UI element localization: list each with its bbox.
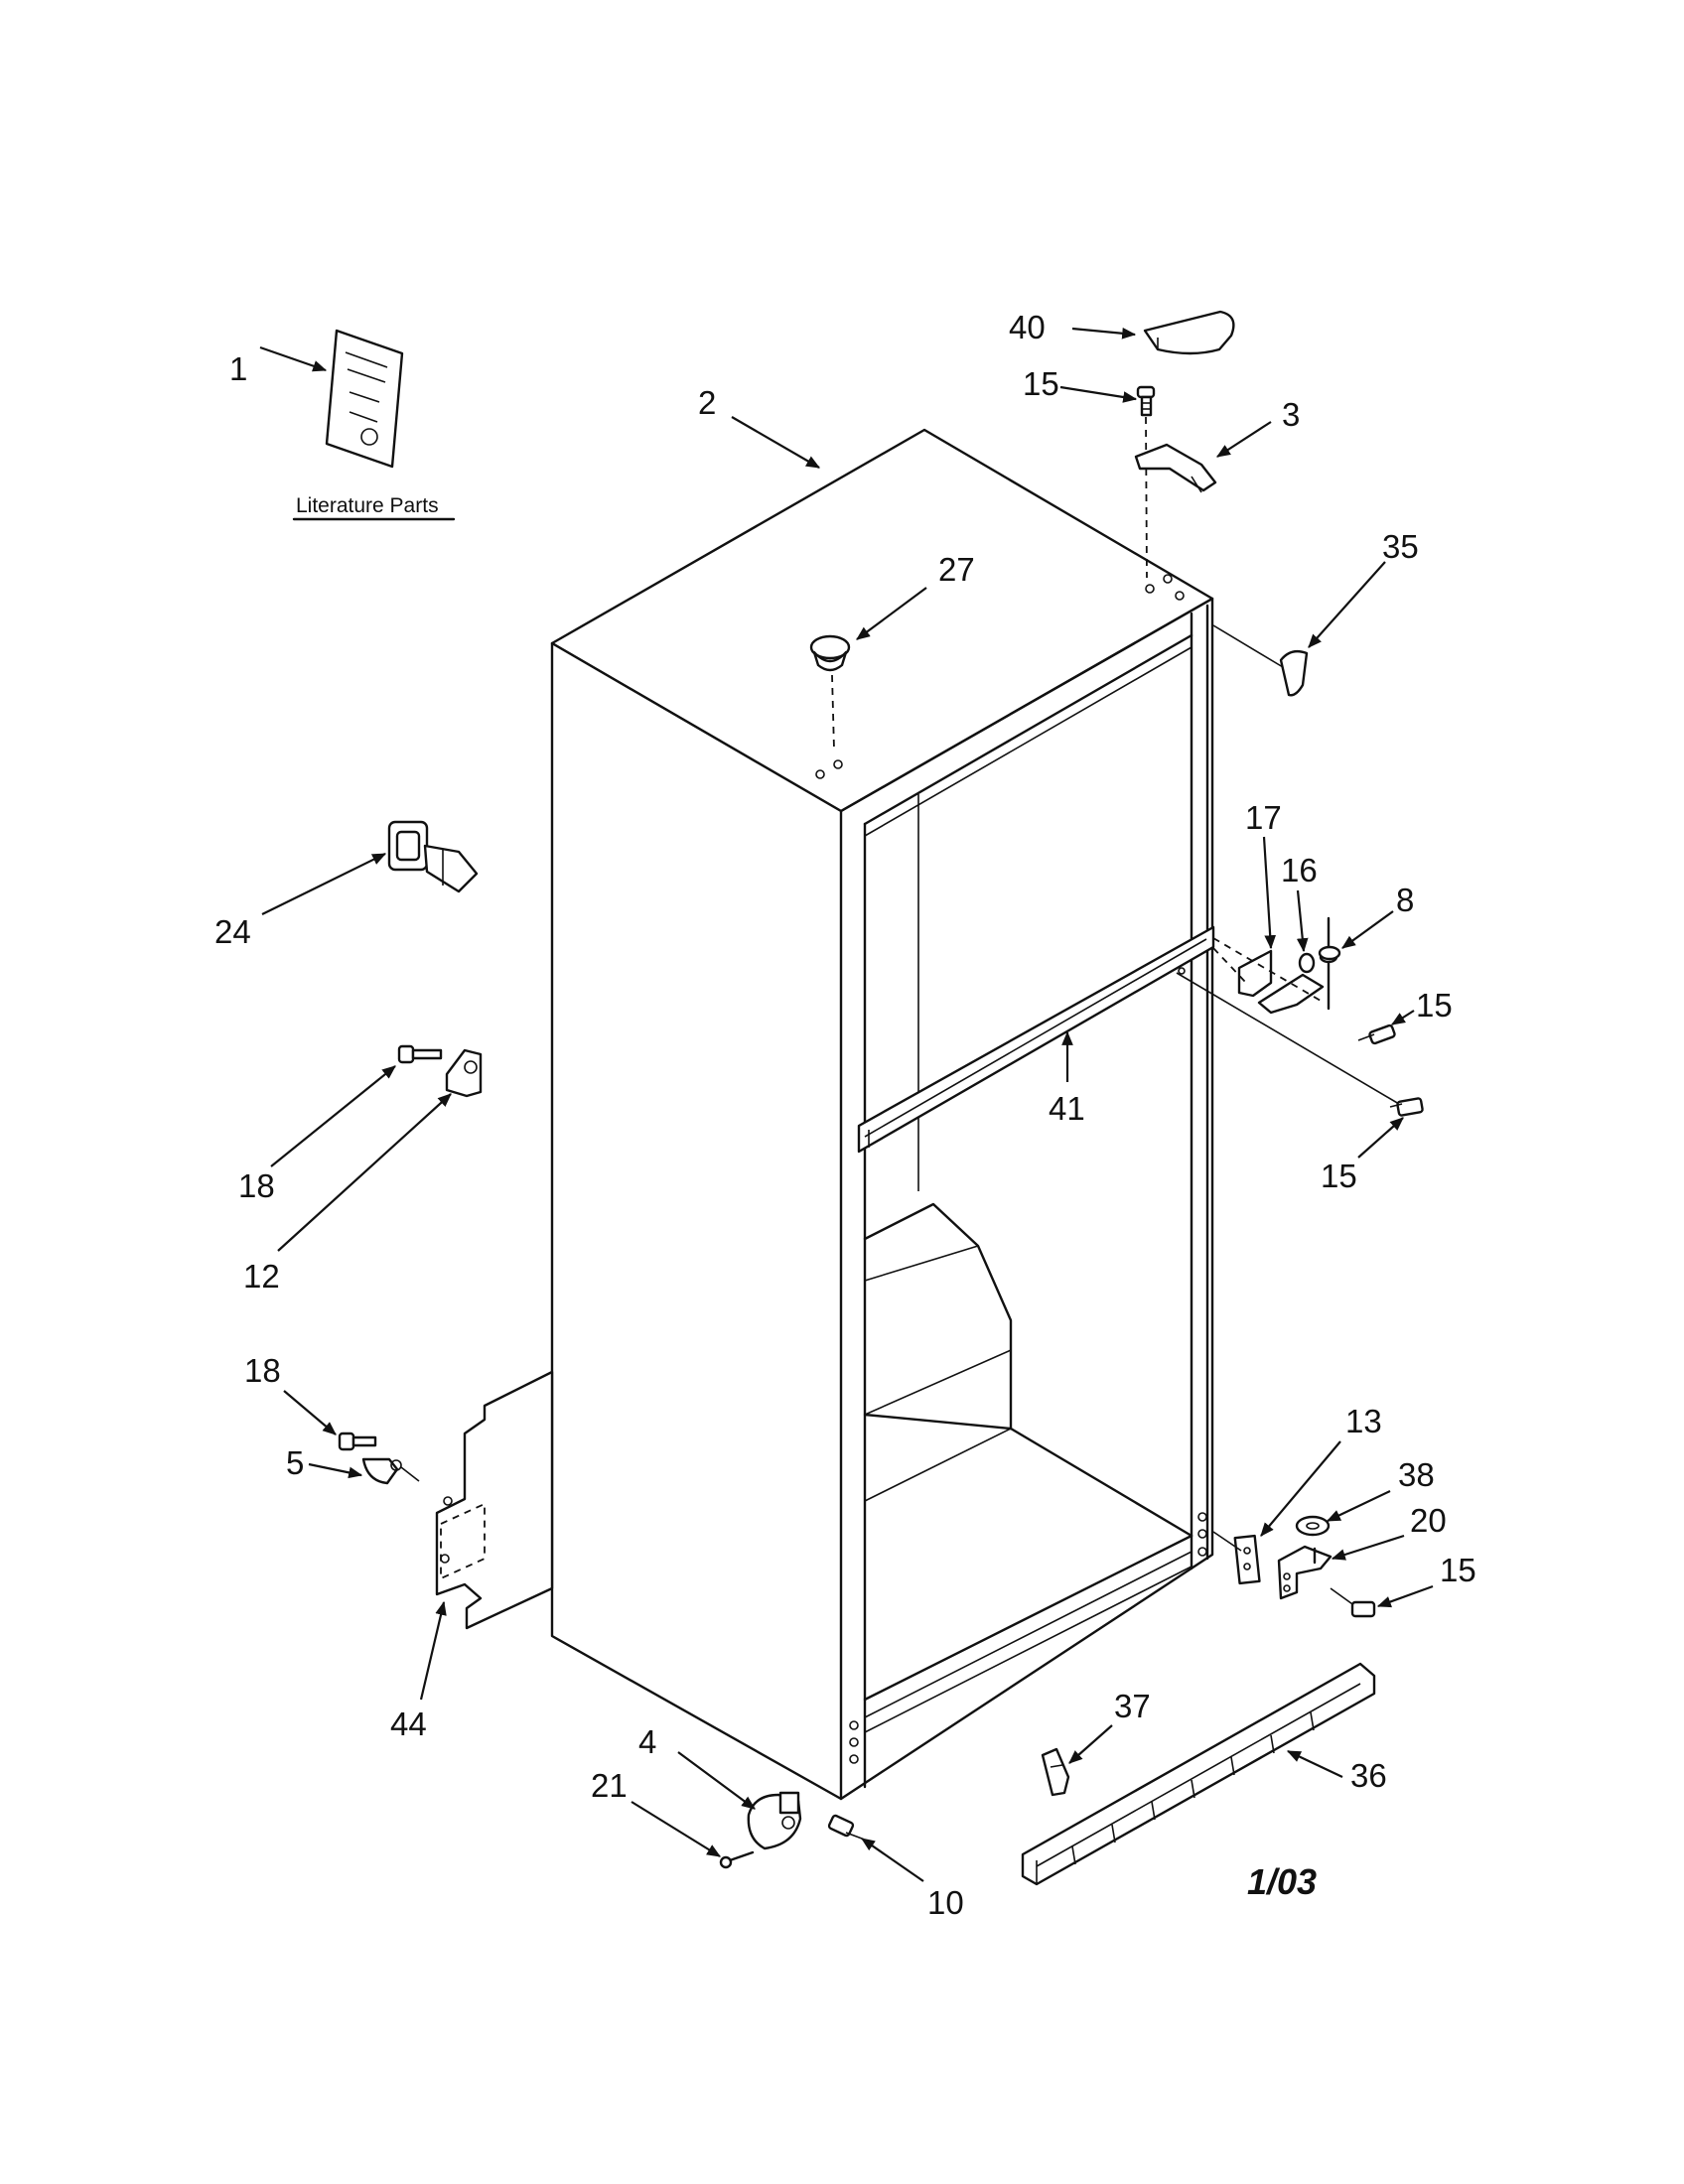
callout-18-upper: 18: [238, 1167, 275, 1204]
door-stop: [387, 820, 479, 893]
leveler-screw: [827, 1814, 863, 1840]
callout-36: 36: [1350, 1757, 1387, 1794]
callout-15-top: 15: [1023, 365, 1059, 402]
callout-27: 27: [938, 551, 975, 588]
cabinet-plug: [809, 634, 851, 751]
refrigerator-cabinet: [550, 428, 1215, 1801]
callout-20: 20: [1410, 1502, 1447, 1539]
date-code: 1/03: [1247, 1861, 1317, 1902]
callout-35: 35: [1382, 528, 1419, 565]
callout-16: 16: [1281, 852, 1318, 888]
literature-booklet: [292, 329, 456, 521]
hinge-cover: [1212, 624, 1309, 697]
callout-21: 21: [591, 1767, 628, 1804]
callout-8: 8: [1396, 882, 1414, 918]
leader-arrows: [259, 327, 1434, 1882]
callout-15-lower: 15: [1321, 1158, 1357, 1194]
callout-17: 17: [1245, 799, 1282, 836]
roller-pin: [719, 1850, 755, 1869]
center-hinge-screws: [1357, 1024, 1424, 1117]
door-stop-bracket: [397, 1044, 483, 1098]
callout-4: 4: [638, 1723, 656, 1760]
hinge-washer: [1318, 945, 1341, 961]
callout-12: 12: [243, 1258, 280, 1295]
grille-clip: [1041, 1747, 1070, 1797]
back-bracket-panel: [435, 1370, 554, 1630]
center-hinge-assembly: [1176, 916, 1405, 1108]
callout-40: 40: [1009, 309, 1046, 345]
callout-44: 44: [390, 1706, 427, 1742]
callout-15-center: 15: [1416, 987, 1453, 1024]
cord-clamp: [338, 1432, 420, 1485]
callout-3: 3: [1282, 396, 1300, 433]
callout-24: 24: [214, 913, 251, 950]
hinge-cap: [1143, 310, 1235, 355]
callout-37: 37: [1114, 1688, 1151, 1724]
callout-2: 2: [698, 384, 716, 421]
bottom-hinge-assembly: [1212, 1515, 1376, 1618]
callout-1: 1: [229, 350, 247, 387]
callout-38: 38: [1398, 1456, 1435, 1493]
callout-10: 10: [927, 1884, 964, 1921]
callout-18-lower: 18: [244, 1352, 281, 1389]
callout-15-bottom: 15: [1440, 1552, 1476, 1588]
callout-5: 5: [286, 1444, 304, 1481]
callout-41: 41: [1049, 1090, 1085, 1127]
toe-grille: [1021, 1662, 1376, 1886]
literature-caption: Literature Parts: [296, 494, 439, 517]
front-leveler: [747, 1791, 802, 1850]
hinge-screw-top: [1136, 385, 1156, 579]
top-hinge: [1134, 443, 1217, 493]
callout-13: 13: [1345, 1403, 1382, 1439]
divider-bar: [857, 925, 1215, 1154]
callout-labels: 1 2 3 40 15 27 35 24 17 16 8 15 15 41 18…: [214, 309, 1476, 1921]
